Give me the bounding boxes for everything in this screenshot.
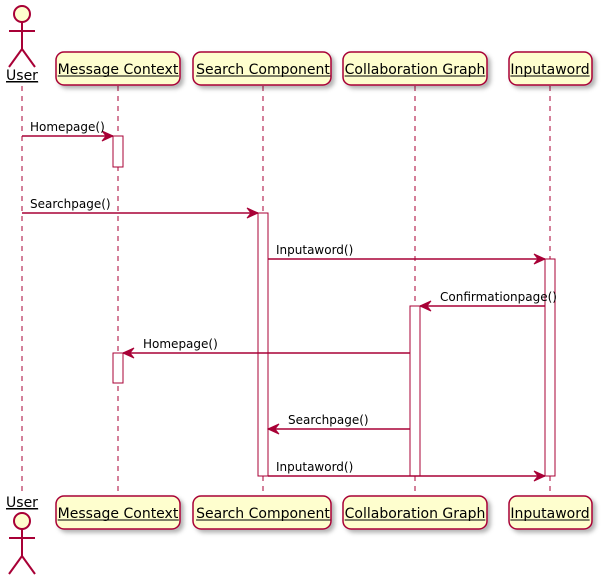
message-label: Confirmationpage()	[440, 290, 557, 304]
activation-bar	[544, 258, 556, 477]
participant-label: Search Component	[196, 62, 330, 78]
message-label: Inputaword()	[276, 243, 353, 257]
message-arrow: Inputaword()	[268, 243, 547, 265]
message-arrow: Homepage()	[121, 337, 410, 359]
actor-user: User	[6, 5, 39, 84]
participant-inputaword-bottom: Inputaword	[508, 495, 593, 530]
participant-message-context-top: Message Context	[55, 51, 181, 86]
participant-label: User	[6, 68, 38, 84]
participant-label: Message Context	[58, 506, 179, 522]
message-arrow: Confirmationpage()	[418, 290, 557, 312]
activation-bar	[257, 212, 269, 477]
message-label: Homepage()	[30, 120, 105, 134]
participant-label: Collaboration Graph	[345, 506, 486, 522]
participant-label: Message Context	[58, 62, 179, 78]
participant-label: Collaboration Graph	[345, 62, 486, 78]
message-arrow: Searchpage()	[22, 197, 260, 219]
participant-label: Inputaword	[510, 506, 589, 522]
participant-label: User	[6, 495, 38, 511]
participant-search-component-bottom: Search Component	[192, 495, 332, 530]
message-arrow: Inputaword()	[268, 460, 547, 482]
participant-label: Search Component	[196, 506, 330, 522]
message-label: Homepage()	[143, 337, 218, 351]
message-label: Searchpage()	[288, 413, 369, 427]
activation-bar	[112, 135, 124, 168]
message-label: Searchpage()	[30, 197, 111, 211]
actor-user: User	[6, 495, 39, 575]
message-arrow: Homepage()	[22, 120, 115, 142]
participant-label: Inputaword	[510, 62, 589, 78]
participant-inputaword-top: Inputaword	[508, 51, 593, 86]
participant-search-component-top: Search Component	[192, 51, 332, 86]
activation-bar	[409, 305, 421, 477]
activation-bar	[112, 352, 124, 384]
participant-message-context-bottom: Message Context	[55, 495, 181, 530]
participant-collaboration-graph-top: Collaboration Graph	[342, 51, 488, 86]
participant-collaboration-graph-bottom: Collaboration Graph	[342, 495, 488, 530]
message-label: Inputaword()	[276, 460, 353, 474]
message-arrow: Searchpage()	[266, 413, 410, 435]
